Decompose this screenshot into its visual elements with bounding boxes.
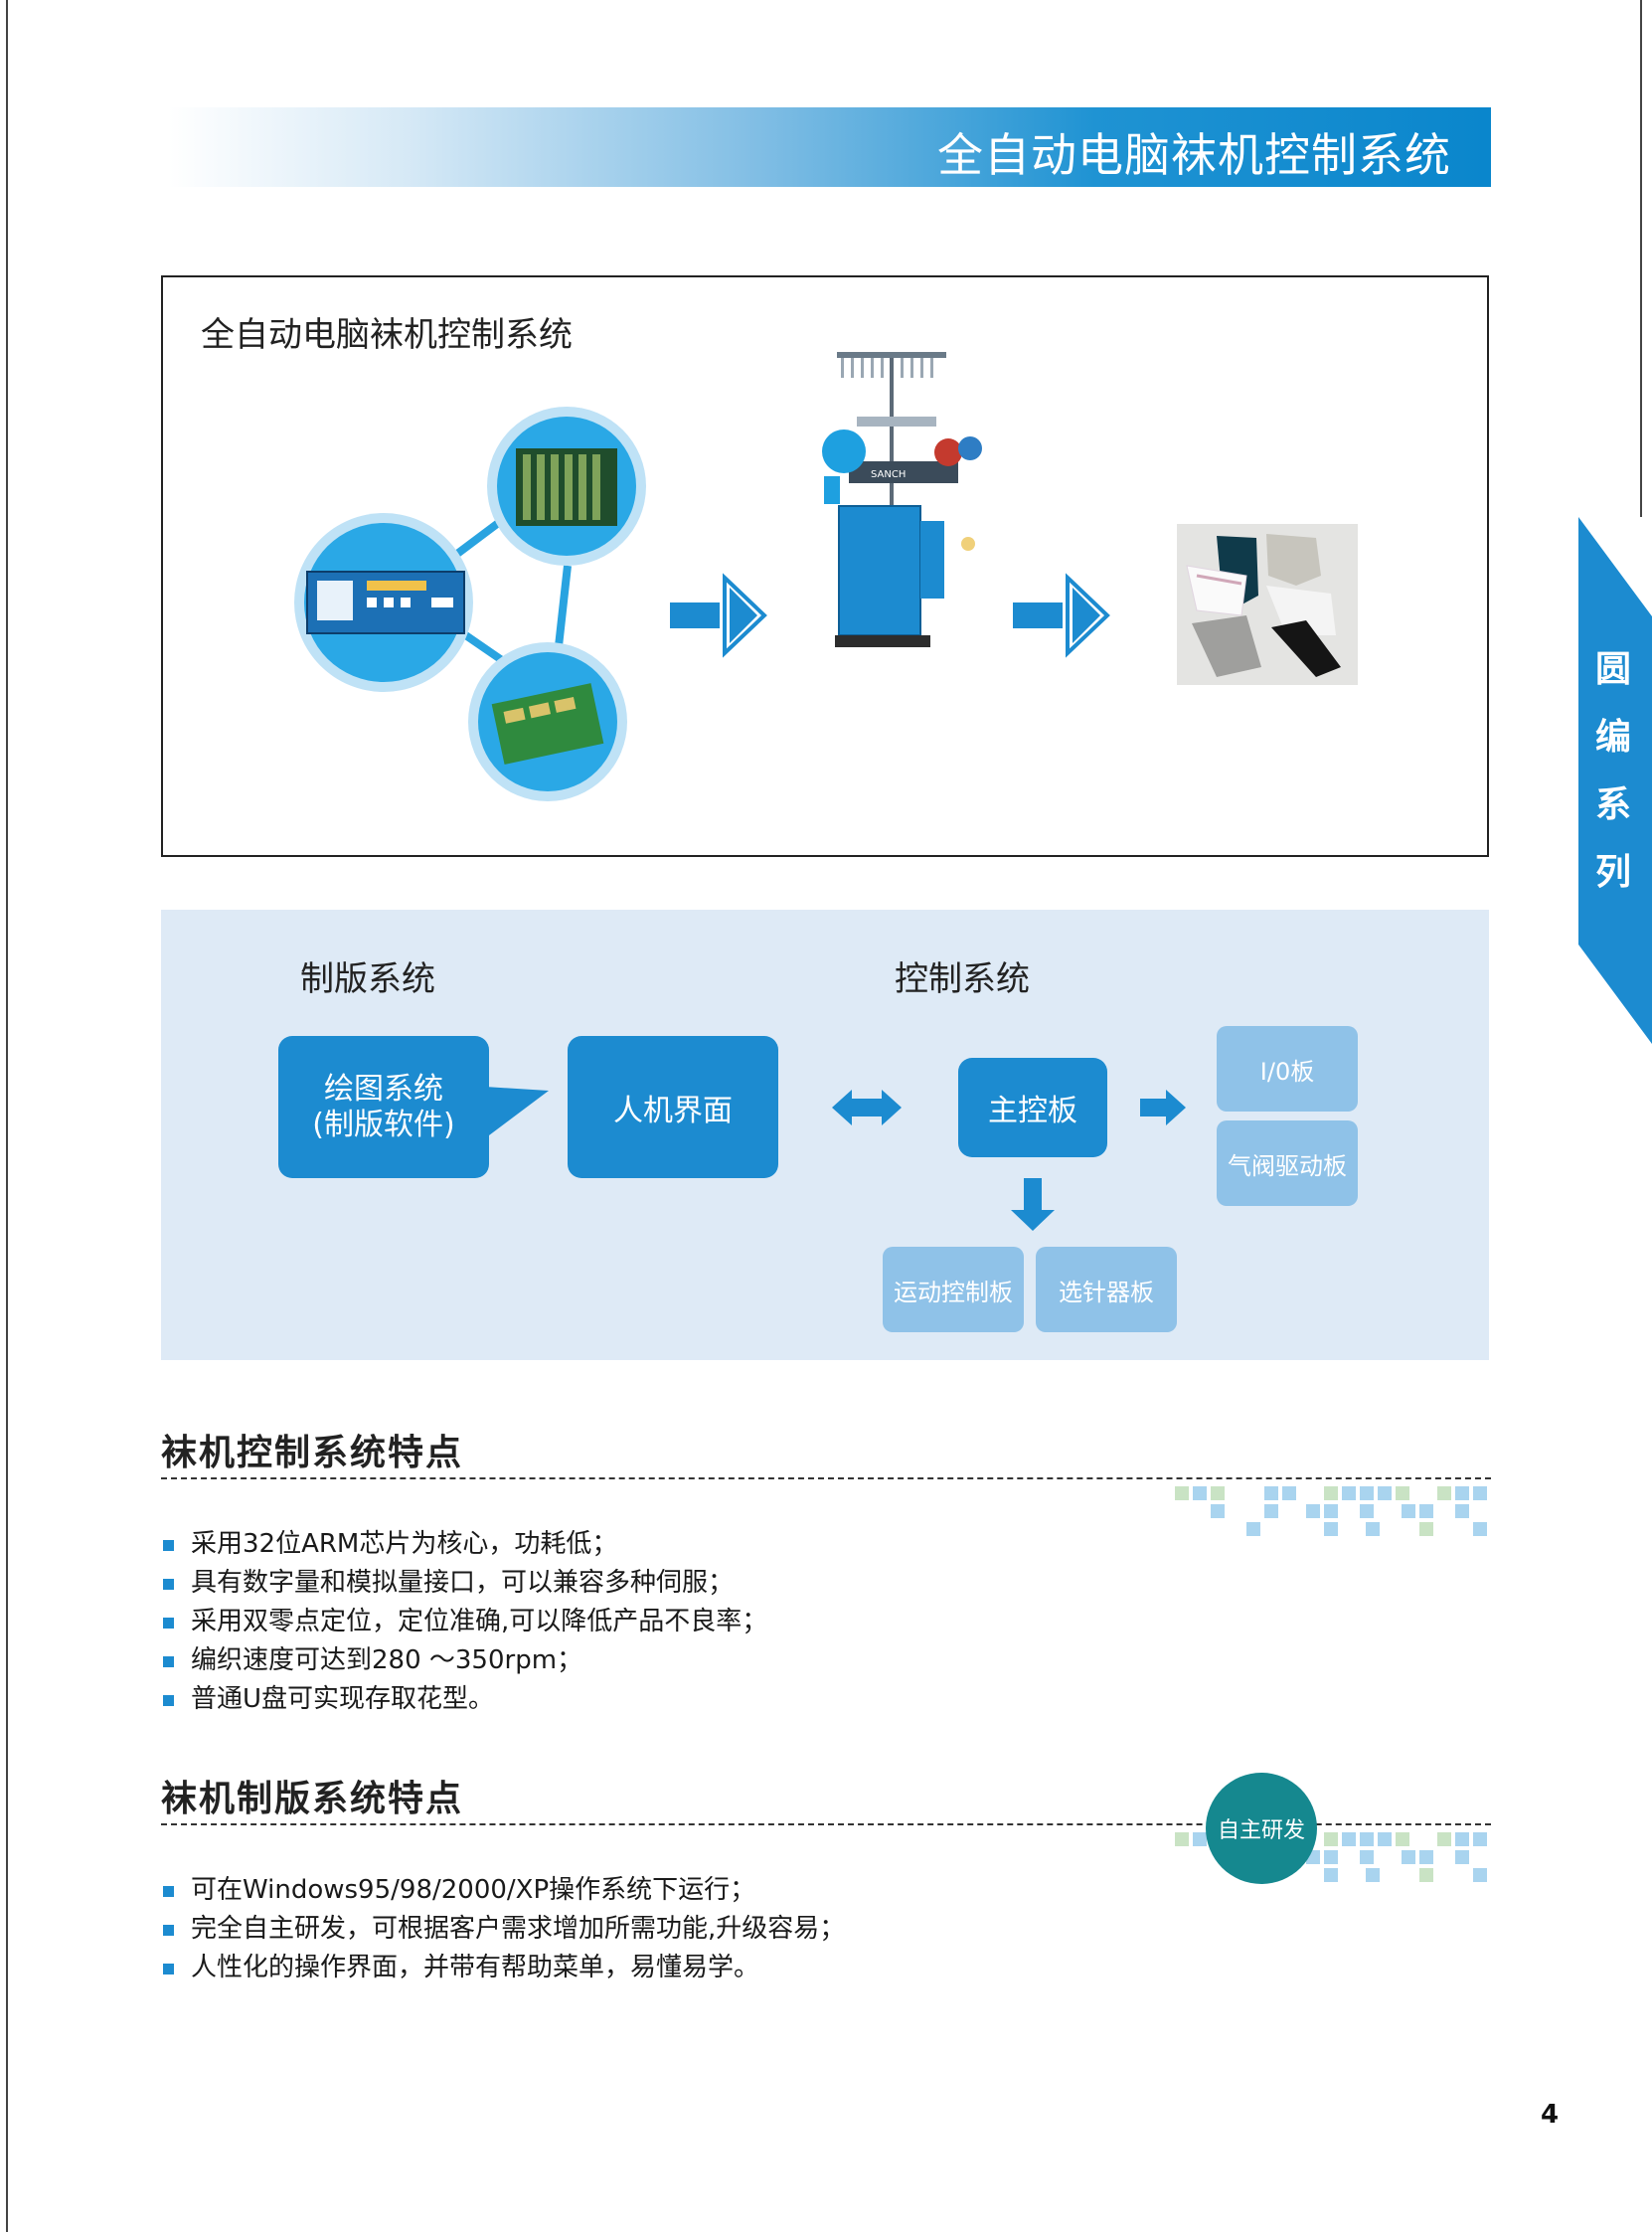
valve-driver-board-box: 气阀驱动板	[1217, 1120, 1358, 1206]
bullet-square-icon	[163, 1886, 174, 1897]
heading-control-system: 控制系统	[895, 959, 1030, 999]
controller-box-image	[294, 513, 473, 692]
side-tab-char: 圆	[1594, 649, 1631, 690]
socks-product-image	[1177, 524, 1358, 685]
system-overview-panel: 全自动电脑袜机控制系统	[161, 275, 1489, 857]
motion-control-board-box: 运动控制板	[883, 1247, 1024, 1332]
list-item: 采用双零点定位，定位准确,可以降低产品不良率；	[161, 1603, 767, 1641]
page-frame-left	[6, 0, 8, 2232]
control-features-section: 袜机控制系统特点 采用32位ARM芯片为核心，功耗低； 具有数字量和模拟量接口，…	[161, 1424, 1493, 1722]
hmi-box: 人机界面	[568, 1036, 778, 1178]
page-frame-right	[1640, 0, 1642, 517]
drawing-system-box: 绘图系统 (制版软件)	[278, 1036, 489, 1178]
arrow-down-icon	[1011, 1178, 1055, 1231]
panel-title: 全自动电脑袜机控制系统	[201, 315, 573, 355]
side-tab-char: 系	[1594, 784, 1631, 825]
design-features-title: 袜机制版系统特点	[161, 1779, 464, 1819]
machine-brand-label: SANCH	[871, 469, 906, 480]
system-illustration: SANCH	[294, 352, 1358, 801]
bullet-square-icon	[163, 1964, 174, 1974]
arrow-right-icon	[1013, 573, 1110, 658]
main-board-image	[487, 407, 646, 566]
list-item: 可在Windows95/98/2000/XP操作系统下运行；	[161, 1871, 845, 1910]
arrow-right-icon	[670, 573, 767, 658]
bullet-square-icon	[163, 1925, 174, 1936]
side-tab-char: 列	[1594, 852, 1631, 893]
list-item: 完全自主研发，可根据客户需求增加所需功能,升级容易；	[161, 1910, 845, 1949]
needle-selector-board-box: 选针器板	[1036, 1247, 1177, 1332]
sock-machine-image: SANCH	[822, 352, 982, 647]
double-arrow-icon	[832, 1090, 902, 1125]
bullet-square-icon	[163, 1540, 174, 1551]
list-item: 人性化的操作界面，并带有帮助菜单，易懂易学。	[161, 1949, 845, 1987]
section-divider	[161, 1823, 1491, 1825]
control-features-list: 采用32位ARM芯片为核心，功耗低； 具有数字量和模拟量接口，可以兼容多种伺服；…	[161, 1525, 767, 1719]
main-board-box: 主控板	[958, 1058, 1107, 1157]
section-divider	[161, 1477, 1491, 1479]
design-features-list: 可在Windows95/98/2000/XP操作系统下运行； 完全自主研发，可根…	[161, 1871, 845, 1987]
page-number: 4	[1541, 2100, 1560, 2130]
header-title: 全自动电脑袜机控制系统	[937, 128, 1451, 182]
bullet-square-icon	[163, 1618, 174, 1629]
drawing-system-sublabel: (制版软件)	[312, 1107, 455, 1142]
list-item: 具有数字量和模拟量接口，可以兼容多种伺服；	[161, 1564, 767, 1603]
side-tab	[1578, 517, 1652, 1044]
connector-line	[554, 565, 572, 656]
self-developed-badge: 自主研发	[1206, 1773, 1317, 1884]
flow-connectors	[485, 1087, 1186, 1231]
design-features-section: 袜机制版系统特点 可在Windows95/98/2000/XP操作系统下运行； …	[161, 1770, 1493, 2008]
side-tab-label: 圆 编 系 列	[1588, 636, 1638, 907]
callout-pointer	[485, 1087, 549, 1138]
bullet-square-icon	[163, 1656, 174, 1667]
bullet-square-icon	[163, 1579, 174, 1590]
list-item: 普通U盘可实现存取花型。	[161, 1680, 767, 1719]
io-board-image	[468, 642, 627, 801]
drawing-system-label: 绘图系统	[324, 1071, 443, 1107]
heading-design-system: 制版系统	[300, 959, 435, 999]
bullet-square-icon	[163, 1695, 174, 1706]
list-item: 采用32位ARM芯片为核心，功耗低；	[161, 1525, 767, 1564]
control-features-title: 袜机控制系统特点	[161, 1433, 464, 1473]
side-tab-char: 编	[1594, 717, 1631, 758]
header-band: 全自动电脑袜机控制系统	[169, 107, 1491, 187]
list-item: 编织速度可达到280 ～350rpm；	[161, 1641, 767, 1680]
system-flow-diagram: 制版系统 控制系统 绘图系统 (制版软件) 人机界面 主控板 I/0板 气阀驱动…	[161, 910, 1489, 1360]
io-board-box: I/0板	[1217, 1026, 1358, 1112]
arrow-right-icon	[1140, 1090, 1186, 1125]
